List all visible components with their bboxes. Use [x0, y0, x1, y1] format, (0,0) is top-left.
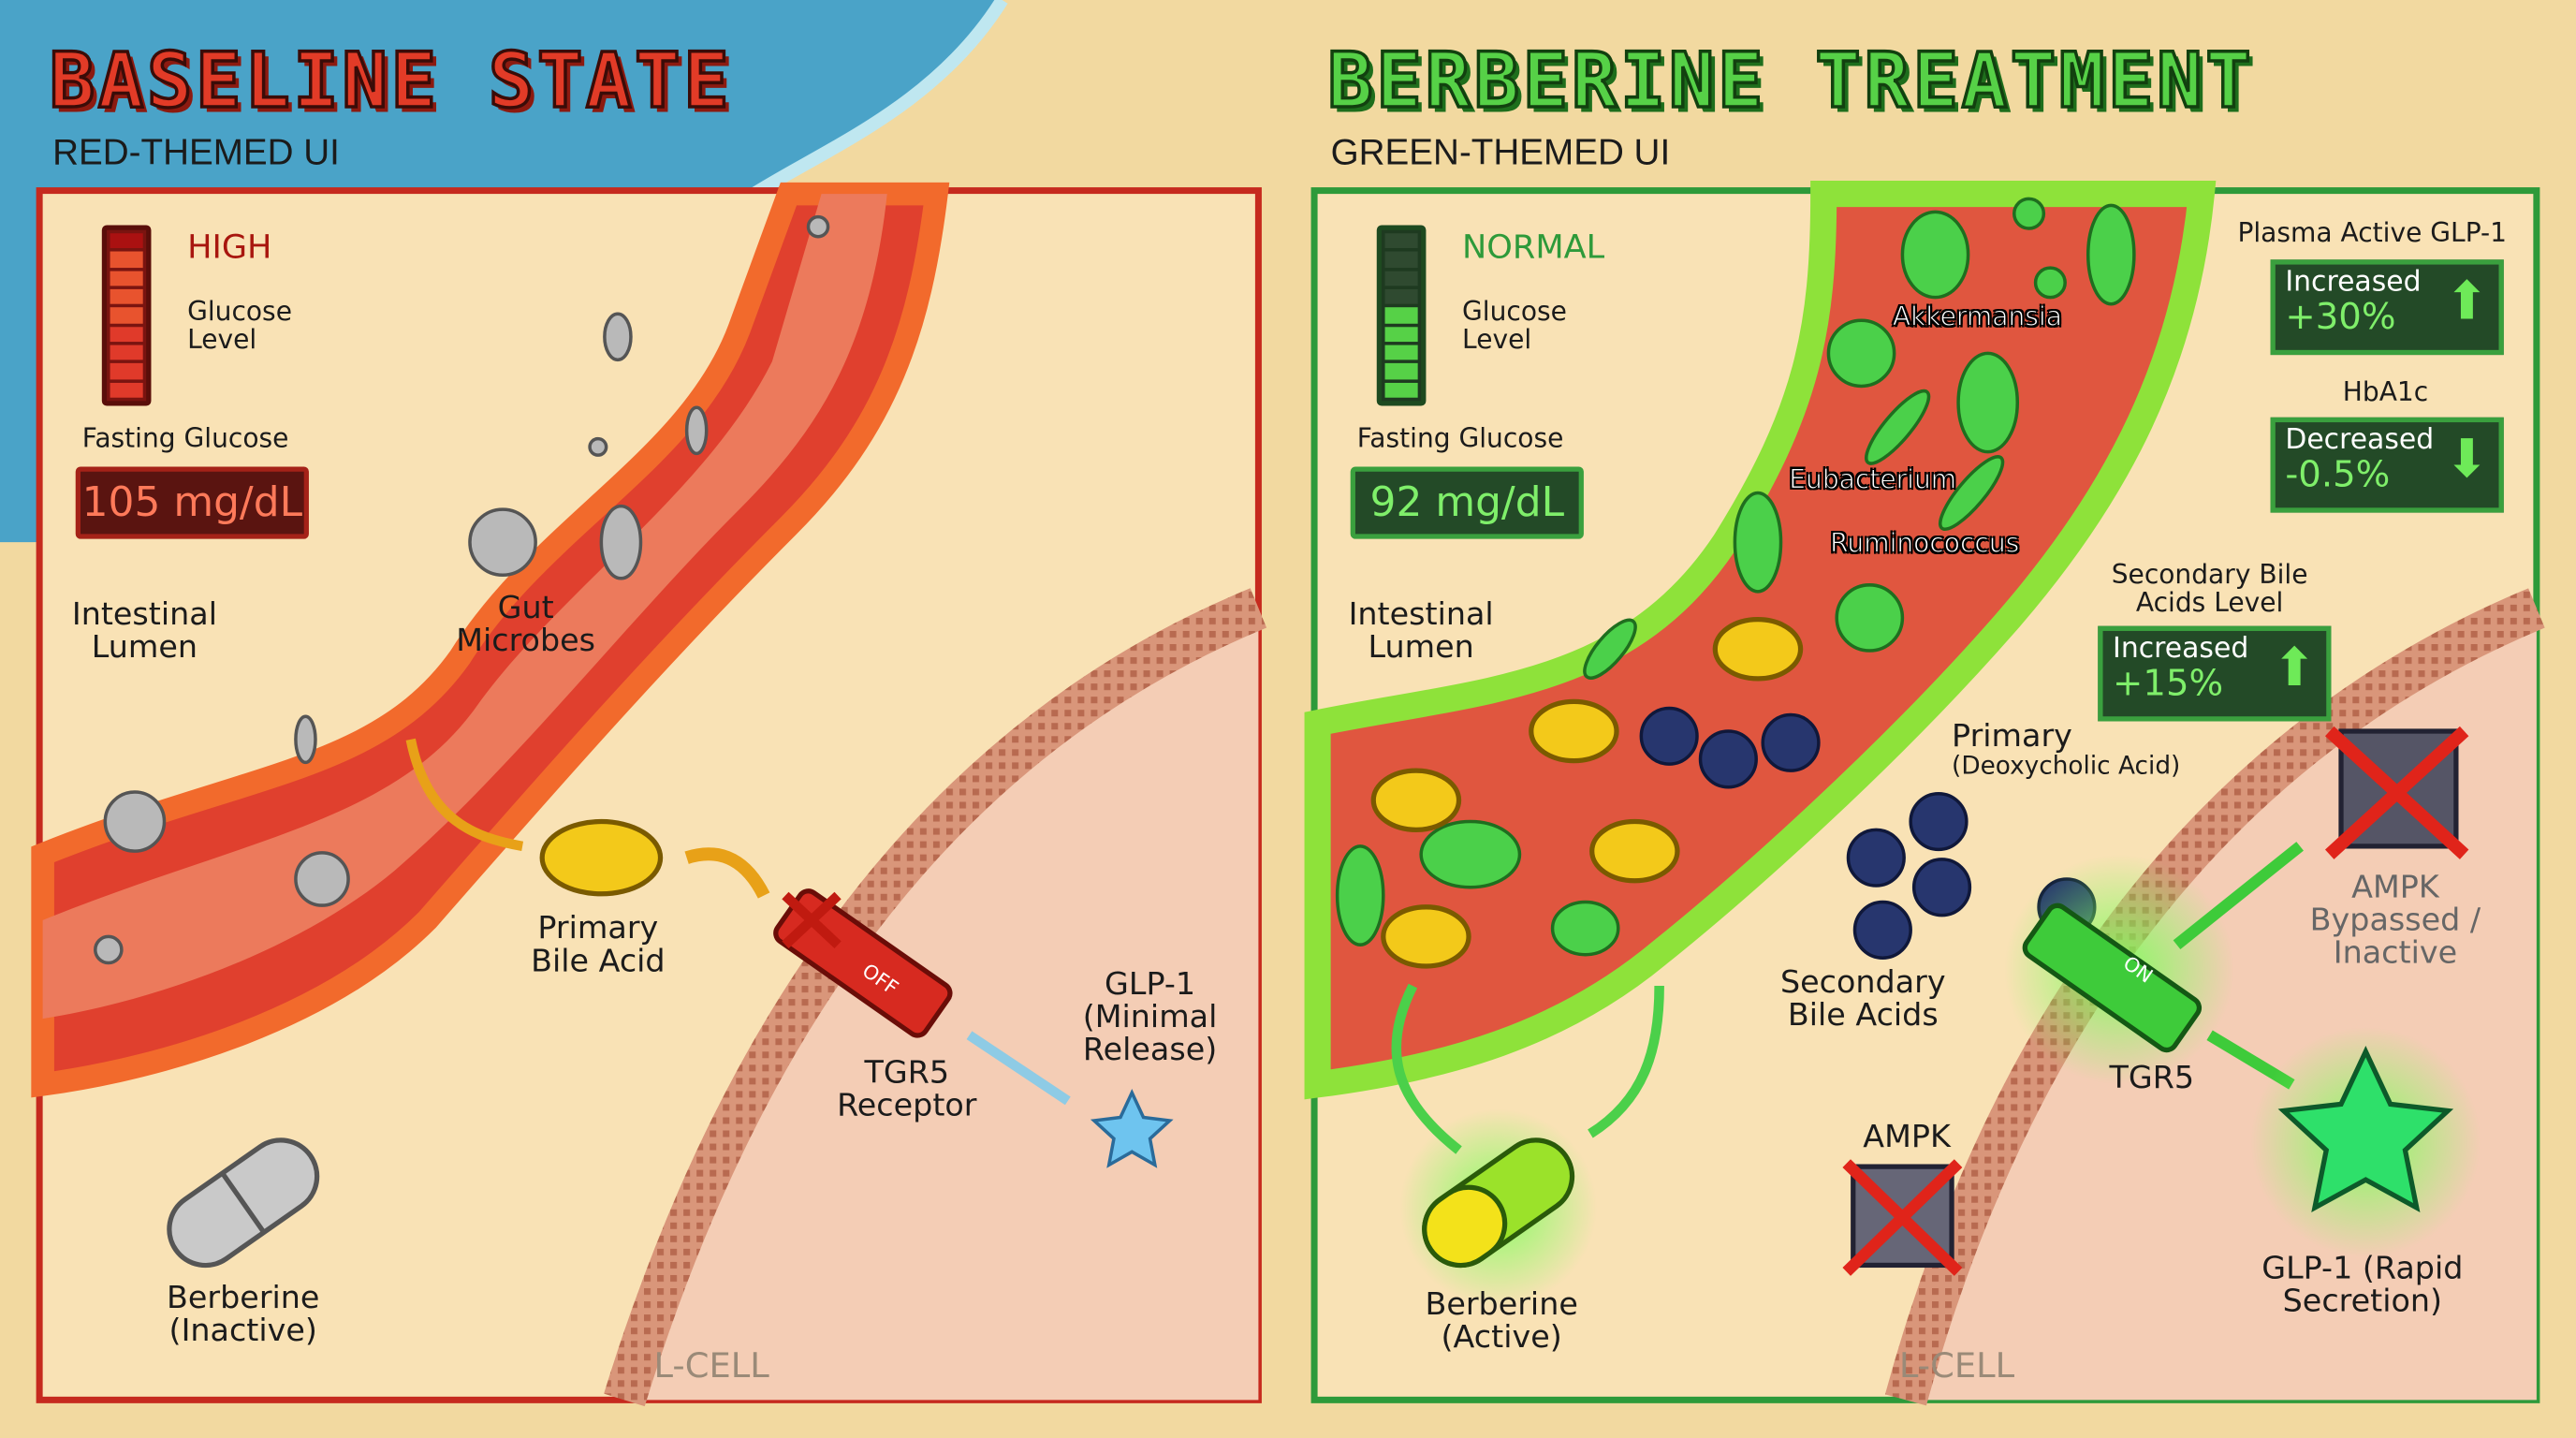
primary-bile-acid-label: Primary Bile Acid: [531, 910, 666, 979]
left-subtitle: RED-THEMED UI: [52, 131, 340, 173]
berberine-inactive-label: Berberine (Inactive): [167, 1280, 320, 1349]
berberine-active-label: Berberine (Active): [1425, 1286, 1578, 1356]
glucose-indicator-high: HIGH: [187, 227, 272, 267]
intestinal-lumen-label: Intestinal Lumen: [71, 596, 218, 666]
glucose-level-label-right: Glucose Level: [1462, 295, 1567, 355]
right-subtitle: GREEN-THEMED UI: [1330, 131, 1671, 173]
glp1-star-small: [1090, 1088, 1174, 1168]
ampk-chip-inactive: [1842, 1159, 1963, 1276]
tgr5-receptor-label: TGR5 Receptor: [837, 1054, 977, 1124]
berberine-capsule-active: [1422, 1137, 1575, 1269]
ampk-label: AMPK: [1863, 1119, 1951, 1155]
stat-status: Increased: [2113, 632, 2249, 666]
primary-label: Primary: [1952, 717, 2072, 755]
stat-status: Increased: [2285, 266, 2422, 300]
glp1-rapid-label: GLP-1 (Rapid Secretion): [2261, 1250, 2464, 1320]
secondary-bile-acids-label: Secondary Bile Acids: [1779, 964, 1946, 1034]
arrow-up-icon: ⬆: [2272, 636, 2317, 698]
plasma-glp1-title: Plasma Active GLP-1: [2237, 216, 2508, 249]
glucose-meter-normal: [1376, 225, 1427, 406]
stat-value: +30%: [2285, 297, 2396, 339]
ampk-bypassed-label: AMPK Bypassed / Inactive: [2309, 869, 2481, 972]
stat-value: +15%: [2113, 663, 2224, 705]
cell-membrane: [604, 588, 1267, 1407]
hba1c-stat: Decreased-0.5% ⬇: [2270, 417, 2504, 513]
primary-bile-acid: [539, 818, 664, 897]
ruminococcus-label: Ruminococcus: [1830, 527, 2020, 559]
akkermansia-label: Akkermansia: [1892, 301, 2062, 332]
glucose-meter-high: [101, 225, 152, 406]
stat-value: -0.5%: [2285, 454, 2391, 496]
secondary-bile-level-stat: Increased+15% ⬆: [2098, 625, 2332, 722]
fasting-glucose-label-right: Fasting Glucose: [1356, 422, 1564, 454]
arrow-up-icon: ⬆: [2444, 269, 2489, 332]
fasting-glucose-value-right: 92 mg/dL: [1350, 466, 1584, 539]
plasma-glp1-stat: Increased+30% ⬆: [2270, 259, 2504, 356]
tgr5-label-right: TGR5: [2109, 1060, 2195, 1096]
fasting-glucose-value: 105 mg/dL: [75, 466, 309, 539]
glp1-minimal-label: GLP-1 (Minimal Release): [1082, 965, 1218, 1068]
deoxycholic-acid-label: (Deoxycholic Acid): [1952, 751, 2181, 781]
gut-microbes-green: [1335, 197, 2136, 957]
stat-status: Decreased: [2285, 423, 2435, 457]
gut-microbes-gray: [94, 214, 830, 965]
glucose-level-label: Glucose Level: [187, 295, 292, 355]
l-cell-label-left: L-CELL: [653, 1345, 769, 1386]
glp1-star-large: [2277, 1046, 2454, 1213]
ampk-chip-bypassed: [2324, 726, 2469, 859]
tgr5-receptor-on: [2022, 902, 2203, 1053]
eubacterium-label: Eubacterium: [1789, 462, 1957, 495]
hba1c-title: HbA1c: [2342, 375, 2429, 408]
l-cell-label-right: L-CELL: [1898, 1345, 2015, 1386]
fasting-glucose-label: Fasting Glucose: [81, 422, 289, 454]
berberine-capsule-inactive: [167, 1137, 320, 1269]
left-title: BASELINE STATE: [48, 35, 733, 126]
secondary-bile-level-title: Secondary Bile Acids Level: [2111, 558, 2308, 618]
glucose-indicator-normal: NORMAL: [1462, 227, 1605, 267]
intestinal-lumen-label-right: Intestinal Lumen: [1348, 596, 1494, 666]
gut-microbes-label: Gut Microbes: [456, 590, 596, 659]
primary-bile-acids: [1370, 617, 1804, 969]
arrow-down-icon: ⬇: [2444, 427, 2489, 491]
right-title: BERBERINE TREATMENT: [1325, 35, 2255, 126]
